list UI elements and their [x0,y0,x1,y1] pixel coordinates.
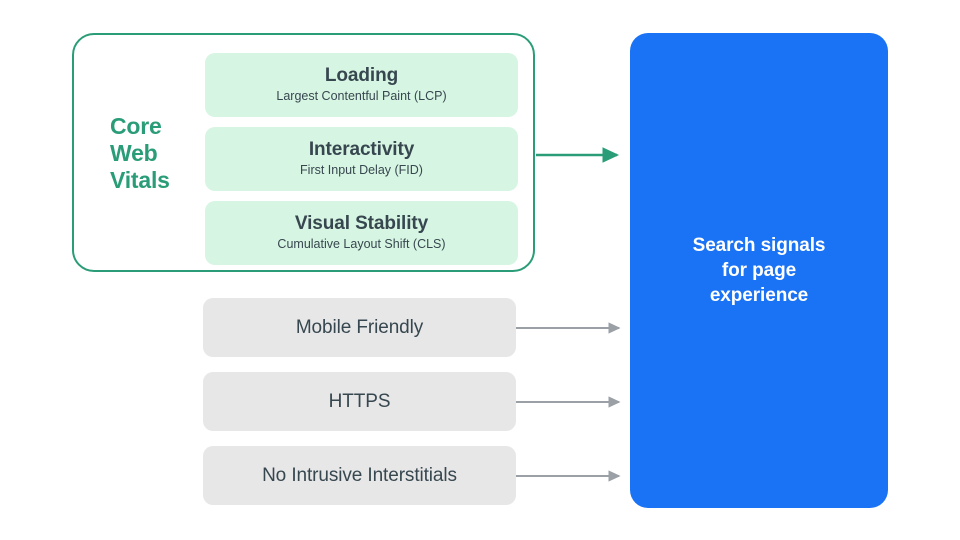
search-signals-label: Search signals for page experience [692,234,826,307]
signal-card-mobile-friendly[interactable]: Mobile Friendly [203,298,516,357]
vital-card-visual-stability[interactable]: Visual Stability Cumulative Layout Shift… [205,201,518,265]
signal-card-label: HTTPS [328,390,391,412]
core-web-vitals-label-line-2: Web [110,139,158,166]
vital-card-loading[interactable]: Loading Largest Contentful Paint (LCP) [205,53,518,117]
signal-card-https[interactable]: HTTPS [203,372,516,431]
vital-card-subtitle: Cumulative Layout Shift (CLS) [277,237,446,252]
vital-card-title: Loading [324,65,399,87]
core-web-vitals-label-line-3: Vitals [110,166,170,193]
core-web-vitals-label-line-1: Core [110,113,162,139]
vital-card-subtitle: Largest Contentful Paint (LCP) [276,89,447,104]
search-signals-box[interactable]: Search signals for page experience [630,33,888,508]
core-web-vitals-group-label: Core Web Vitals [110,113,230,194]
core-web-vitals-group: Core Web Vitals Loading Largest Contentf… [72,33,535,272]
vital-card-interactivity[interactable]: Interactivity First Input Delay (FID) [205,127,518,191]
signal-card-label: No Intrusive Interstitials [262,464,457,486]
signal-card-label: Mobile Friendly [295,316,424,338]
signal-card-no-intrusive-interstitials[interactable]: No Intrusive Interstitials [203,446,516,505]
vital-card-title: Visual Stability [294,213,429,235]
vital-card-subtitle: First Input Delay (FID) [300,163,423,178]
vital-card-title: Interactivity [308,139,415,161]
